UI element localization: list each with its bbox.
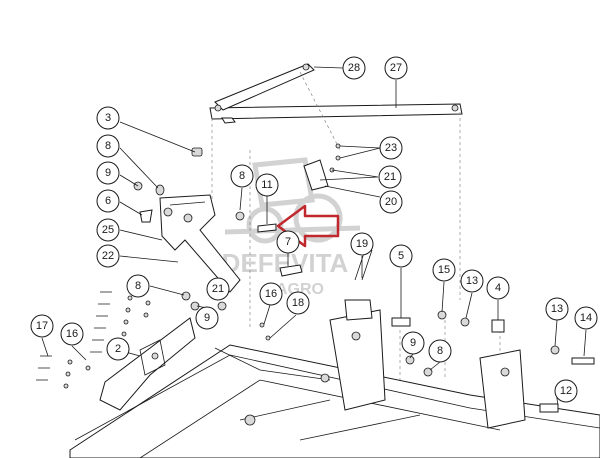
callout-16: 16 xyxy=(259,282,283,306)
callout-label: 13 xyxy=(466,275,478,287)
callout-9: 9 xyxy=(401,331,425,355)
callout-9: 9 xyxy=(96,161,120,185)
callout-20: 20 xyxy=(379,190,403,214)
callout-label: 5 xyxy=(398,250,404,262)
callout-8: 8 xyxy=(230,164,254,188)
callout-label: 21 xyxy=(384,171,396,183)
callout-label: 9 xyxy=(105,167,111,179)
callout-label: 7 xyxy=(285,236,291,248)
callout-16: 16 xyxy=(60,322,84,346)
callout-label: 14 xyxy=(580,312,592,324)
leader-lines xyxy=(41,66,587,407)
callout-28: 28 xyxy=(342,56,366,80)
callout-14: 14 xyxy=(574,306,598,330)
callout-8: 8 xyxy=(96,134,120,158)
callout-label: 9 xyxy=(410,337,416,349)
callout-label: 16 xyxy=(265,288,277,300)
main-frame xyxy=(69,299,600,458)
callout-label: 8 xyxy=(135,280,141,292)
callout-label: 8 xyxy=(239,170,245,182)
callout-label: 16 xyxy=(66,328,78,340)
callout-7: 7 xyxy=(276,230,300,254)
callout-label: 20 xyxy=(385,196,397,208)
watermark-line2: AGRO xyxy=(276,281,324,298)
callout-label: 9 xyxy=(204,312,210,324)
callout-label: 19 xyxy=(356,238,368,250)
callout-27: 27 xyxy=(384,56,408,80)
callout-label: 6 xyxy=(105,195,111,207)
callout-11: 11 xyxy=(255,173,279,197)
callout-22: 22 xyxy=(96,244,120,268)
callout-label: 3 xyxy=(105,112,111,124)
callout-label: 22 xyxy=(102,250,114,262)
callout-8: 8 xyxy=(126,274,150,298)
callout-9: 9 xyxy=(195,306,219,330)
fasteners xyxy=(133,143,595,413)
callout-label: 4 xyxy=(495,282,501,294)
callout-label: 28 xyxy=(348,62,360,74)
callout-12: 12 xyxy=(554,379,578,403)
callout-label: 13 xyxy=(551,303,563,315)
highlight-arrow-icon xyxy=(276,204,340,248)
callout-label: 8 xyxy=(437,345,443,357)
callout-label: 11 xyxy=(261,179,272,191)
callout-8: 8 xyxy=(428,339,452,363)
callout-2: 2 xyxy=(106,337,130,361)
callout-label: 17 xyxy=(36,320,48,332)
callout-3: 3 xyxy=(96,106,120,130)
callout-19: 19 xyxy=(350,232,374,256)
callout-label: 23 xyxy=(385,142,397,154)
top-link-bar xyxy=(209,63,463,124)
callout-6: 6 xyxy=(96,189,120,213)
callout-15: 15 xyxy=(432,258,456,282)
callout-21: 21 xyxy=(206,277,230,301)
callout-4: 4 xyxy=(486,276,510,300)
callout-label: 18 xyxy=(292,297,304,309)
callout-25: 25 xyxy=(96,218,120,242)
callout-label: 8 xyxy=(105,140,111,152)
callout-label: 2 xyxy=(115,343,121,355)
callout-label: 25 xyxy=(102,224,114,236)
side-plate xyxy=(99,317,196,411)
callout-5: 5 xyxy=(389,244,413,268)
callout-13: 13 xyxy=(460,269,484,293)
callout-label: 12 xyxy=(560,385,572,397)
callout-label: 27 xyxy=(390,62,402,74)
callout-18: 18 xyxy=(286,291,310,315)
bolt-rows xyxy=(36,291,151,389)
callout-21: 21 xyxy=(378,165,402,189)
callout-23: 23 xyxy=(379,136,403,160)
upper-bracket xyxy=(159,194,241,293)
callout-label: 21 xyxy=(212,283,224,295)
callout-label: 15 xyxy=(438,264,450,276)
callout-17: 17 xyxy=(30,314,54,338)
callout-13: 13 xyxy=(545,297,569,321)
